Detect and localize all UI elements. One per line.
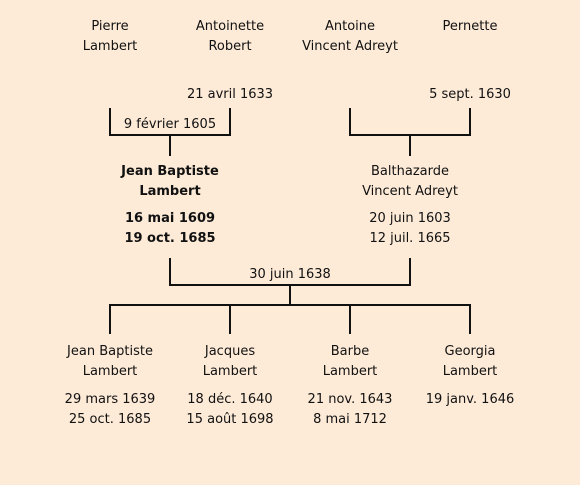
grandparent-pernette: Pernette (443, 17, 498, 37)
child-jean-baptiste-lambert: Jean Baptiste Lambert (67, 342, 153, 382)
connector-children-bar (109, 304, 471, 306)
last-name: Lambert (322, 364, 378, 379)
grandparent-antoinette-robert: Antoinette Robert (196, 17, 264, 57)
connector-parents-drop (289, 284, 291, 306)
first-name: Pernette (442, 19, 498, 34)
last-name: Vincent Adreyt (362, 184, 458, 199)
child-3-dates: 21 nov. 1643 8 mai 1712 (308, 390, 393, 430)
first-name: Balthazarde (371, 164, 449, 179)
connector-child-3 (349, 304, 351, 334)
birth-date: 29 mars 1639 (64, 392, 156, 407)
first-name: Antoinette (195, 19, 265, 34)
last-name: Lambert (82, 39, 138, 54)
paternal-marriage-date: 9 février 1605 (123, 117, 217, 132)
last-name: Lambert (82, 364, 138, 379)
first-name: Pierre (91, 19, 129, 34)
last-name: Lambert (442, 364, 498, 379)
first-name: Georgia (444, 344, 496, 359)
parents-marriage-date: 30 juin 1638 (249, 267, 331, 282)
child-barbe-lambert: Barbe Lambert (323, 342, 378, 382)
child-jacques-lambert: Jacques Lambert (203, 342, 258, 382)
last-name: Robert (208, 39, 252, 54)
child-georgia-lambert: Georgia Lambert (443, 342, 498, 382)
father-dates: 16 mai 1609 19 oct. 1685 (124, 209, 215, 249)
death-date: 25 oct. 1685 (68, 412, 152, 427)
birth-date: 21 nov. 1643 (307, 392, 393, 407)
birth-date: 19 janv. 1646 (425, 392, 515, 407)
connector-mother (409, 258, 411, 286)
connector-father (169, 258, 171, 286)
connector-child-4 (469, 304, 471, 334)
mother-balthazarde-vincent-adreyt: Balthazarde Vincent Adreyt (362, 162, 458, 202)
last-name: Lambert (139, 184, 201, 199)
mother-dates: 20 juin 1603 12 juil. 1665 (369, 209, 451, 249)
connector-child-2 (229, 304, 231, 334)
connector-pernette (469, 108, 471, 136)
first-name: Jacques (204, 344, 256, 359)
birth-date: 16 mai 1609 (124, 211, 216, 226)
death-date: 15 août 1698 (186, 412, 274, 427)
first-name: Jean Baptiste (121, 164, 219, 179)
date-pernette: 5 sept. 1630 (429, 87, 511, 102)
connector-paternal-drop (169, 134, 171, 156)
connector-child-1 (109, 304, 111, 334)
connector-pierre (109, 108, 111, 136)
death-date: 8 mai 1712 (313, 412, 387, 427)
birth-date: 18 déc. 1640 (187, 392, 273, 407)
last-name: Vincent Adreyt (302, 39, 398, 54)
connector-antoine (349, 108, 351, 136)
first-name: Barbe (330, 344, 370, 359)
first-name: Jean Baptiste (67, 344, 153, 359)
child-2-dates: 18 déc. 1640 15 août 1698 (186, 390, 273, 430)
birth-date: 20 juin 1603 (369, 211, 451, 226)
death-date: 12 juil. 1665 (369, 231, 451, 246)
date-antoinette-robert: 21 avril 1633 (186, 87, 274, 102)
connector-antoinette (229, 108, 231, 136)
grandparent-pierre-lambert: Pierre Lambert (83, 17, 138, 57)
grandparent-antoine-vincent-adreyt: Antoine Vincent Adreyt (302, 17, 398, 57)
father-jean-baptiste-lambert: Jean Baptiste Lambert (121, 162, 219, 202)
last-name: Lambert (202, 364, 258, 379)
connector-maternal-drop (409, 134, 411, 156)
death-date: 19 oct. 1685 (124, 231, 216, 246)
child-1-dates: 29 mars 1639 25 oct. 1685 (65, 390, 156, 430)
child-4-dates: 19 janv. 1646 (426, 390, 515, 410)
first-name: Antoine (324, 19, 376, 34)
